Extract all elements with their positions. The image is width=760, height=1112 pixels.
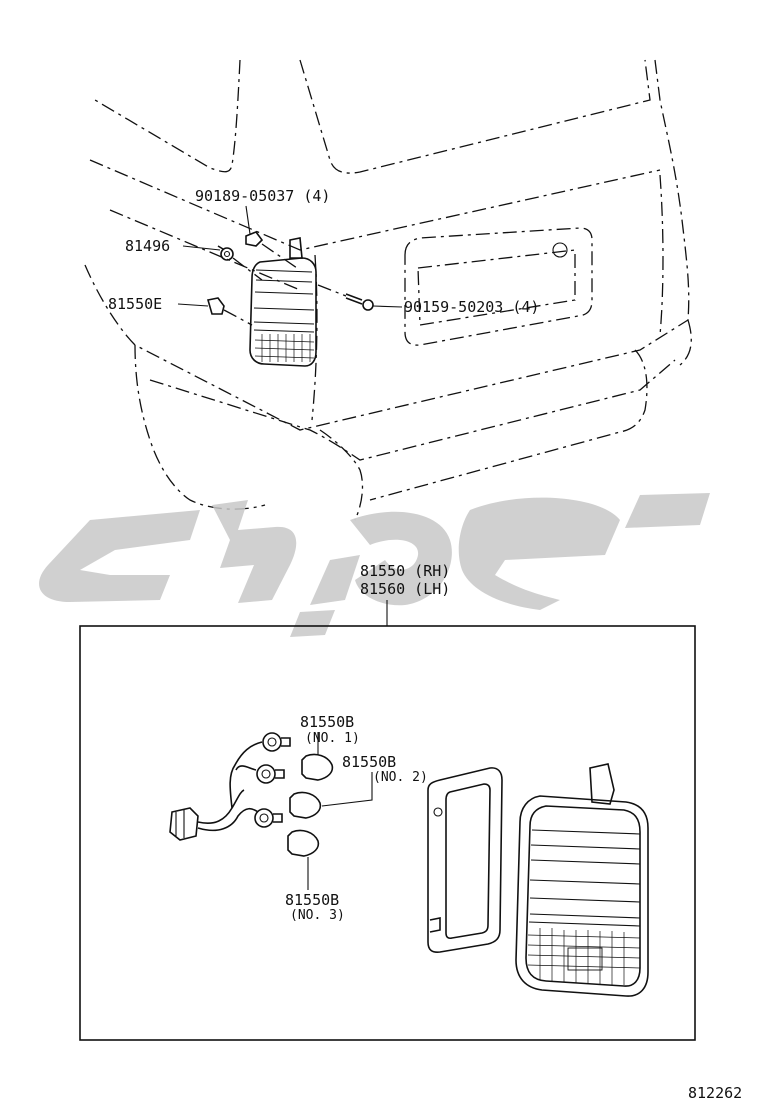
bulb-no-1 xyxy=(301,753,334,781)
tail-lamp-lens xyxy=(515,763,649,997)
label-assembly-rh: 81550 (RH) xyxy=(360,562,450,580)
callout-bulb-2: 81550B (NO. 2) xyxy=(321,753,428,807)
screw-90159 xyxy=(317,284,374,311)
tail-lamp-installed xyxy=(249,237,317,367)
figure-number: 812262 xyxy=(688,1084,742,1102)
label-bulb-1-part: 81550B xyxy=(300,713,354,731)
bulb-no-3 xyxy=(287,829,320,857)
label-bulb-2-part: 81550B xyxy=(342,753,396,771)
callout-90189: 90189-05037 (4) xyxy=(195,187,330,235)
callout-90159: 90159-50203 (4) xyxy=(372,298,539,316)
detail-box xyxy=(79,625,696,1041)
grommet-81496 xyxy=(217,245,263,281)
callout-bulb-1: 81550B (NO. 1) xyxy=(300,713,360,755)
label-bulb-2-no: (NO. 2) xyxy=(373,770,428,785)
label-90189: 90189-05037 (4) xyxy=(195,187,330,205)
label-90159: 90159-50203 (4) xyxy=(404,298,539,316)
label-bulb-3-part: 81550B xyxy=(285,891,339,909)
label-bulb-1-no: (NO. 1) xyxy=(305,731,360,746)
bulb-no-2 xyxy=(289,791,322,819)
label-81496: 81496 xyxy=(125,237,170,255)
clip-90189 xyxy=(245,231,301,271)
label-bulb-3-no: (NO. 3) xyxy=(290,908,345,923)
label-81550E: 81550E xyxy=(108,295,162,313)
callout-81496: 81496 xyxy=(125,237,221,255)
vehicle-rear-outline xyxy=(84,59,692,521)
callout-assembly: 81550 (RH) 81560 (LH) xyxy=(360,562,450,626)
wiring-harness xyxy=(169,732,291,841)
socket-81550E xyxy=(206,297,253,326)
callout-bulb-3: 81550B (NO. 3) xyxy=(285,857,345,923)
lamp-gasket xyxy=(427,767,503,953)
watermark-logo xyxy=(39,493,710,637)
label-assembly-lh: 81560 (LH) xyxy=(360,580,450,598)
callout-81550E: 81550E xyxy=(108,295,209,313)
